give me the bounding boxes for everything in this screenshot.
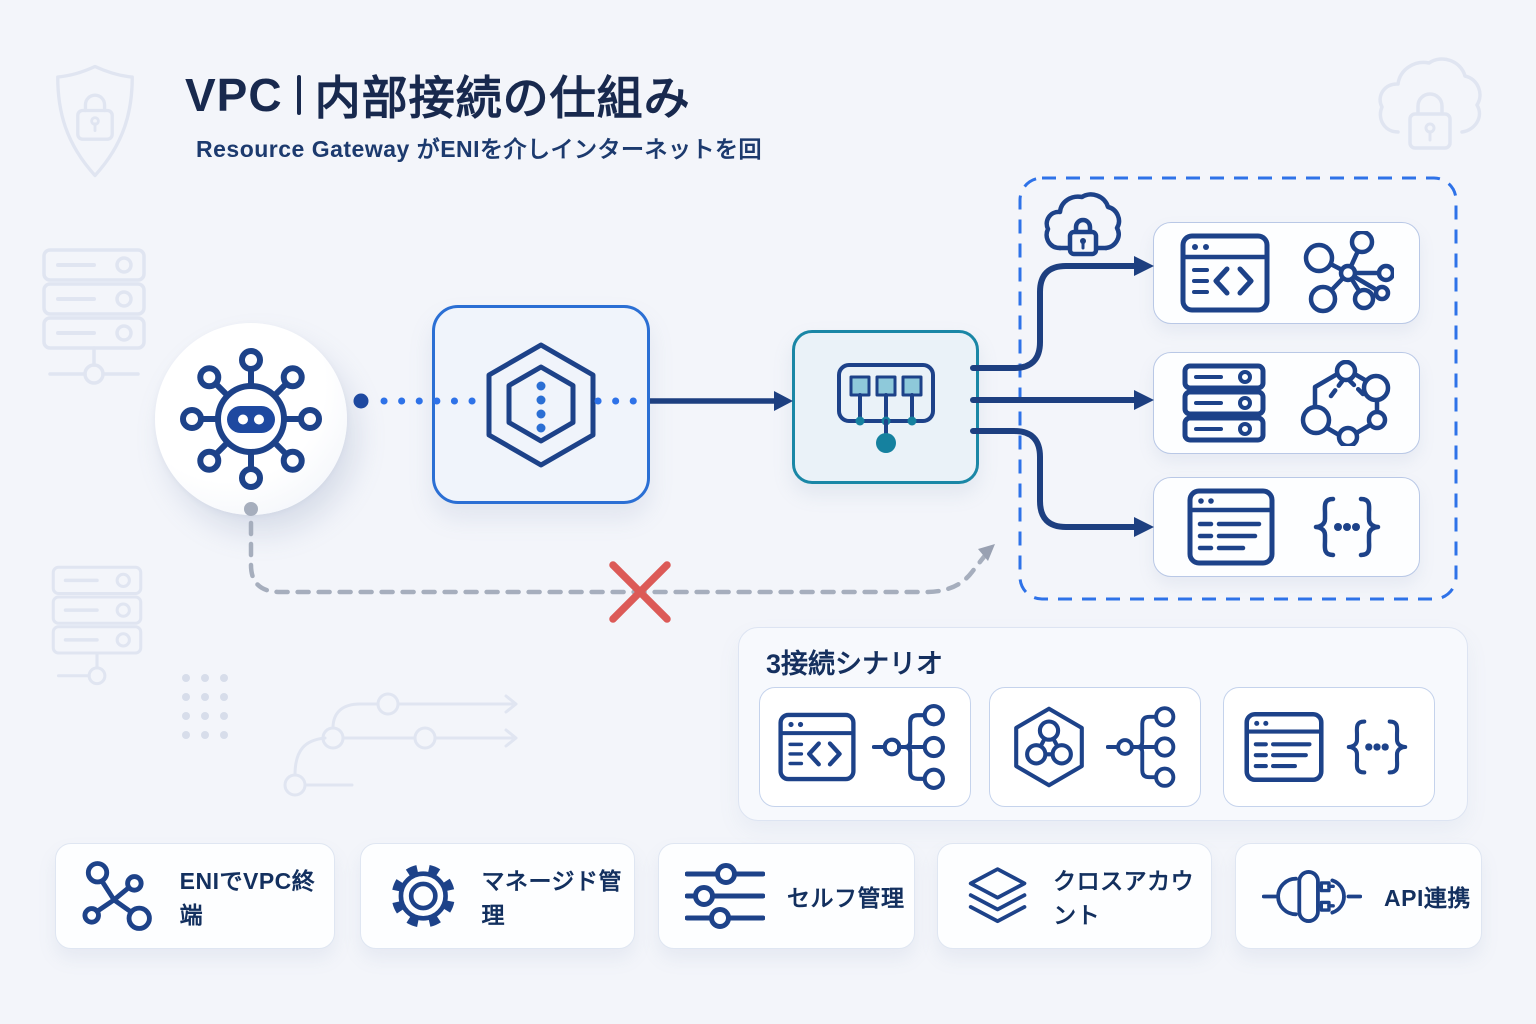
red-cross-mark	[609, 561, 671, 623]
dot-grid	[182, 674, 228, 739]
scenario-card-hexagon	[989, 687, 1201, 807]
feature-label: セルフ管理	[787, 885, 905, 911]
browser-code-icon	[778, 712, 856, 782]
plug-icon	[1262, 869, 1362, 923]
scenarios-panel: 3接続シナリオ	[738, 627, 1468, 821]
hexagon-network-icon	[1014, 706, 1084, 788]
gateway-to-destination-arrows	[970, 263, 1137, 530]
feature-card-api: API連携	[1235, 843, 1482, 949]
circuit-trace	[283, 692, 518, 797]
page-title: VPC 内部接続の仕組み	[185, 62, 691, 128]
blocked-route-arrowhead	[978, 544, 995, 561]
shield-lock-icon	[56, 64, 134, 178]
arrowhead	[1134, 517, 1154, 537]
layers-icon	[968, 867, 1027, 924]
list-window-icon	[1244, 712, 1324, 782]
eni-branch-icon	[82, 861, 152, 931]
feature-card-managed: マネージド管理	[360, 843, 635, 949]
resource-gateway-box	[792, 330, 979, 484]
server-rack-icon	[42, 248, 146, 385]
destination-box-compute	[1153, 222, 1420, 324]
page-subtitle: Resource Gateway がENIを介しインターネットを回	[196, 136, 763, 162]
arrowhead	[774, 391, 793, 411]
arrowhead	[1134, 390, 1154, 410]
network-hub-icon	[1303, 231, 1394, 314]
list-window-icon	[1187, 488, 1274, 566]
scenario-card-browser	[759, 687, 971, 807]
feature-card-self: セルフ管理	[658, 843, 915, 949]
json-braces-icon	[1346, 719, 1408, 775]
page-title-main: VPC	[185, 69, 283, 121]
vpc-endpoint-box	[432, 305, 650, 504]
feature-card-crossaccount: クロスアカウント	[937, 843, 1212, 949]
cube-network-icon	[1300, 360, 1390, 446]
fanout-icon	[1106, 706, 1176, 788]
gateway-ports-icon	[836, 363, 935, 453]
blocked-route-path	[248, 520, 990, 595]
title-divider	[296, 75, 301, 115]
fanout-icon	[872, 704, 945, 790]
gear-icon	[391, 864, 455, 928]
cloud-lock-faint-icon	[1378, 57, 1482, 150]
source-node	[155, 323, 347, 515]
feature-label: マネージド管理	[481, 868, 623, 928]
destination-box-database	[1153, 352, 1420, 454]
server-rack-icon	[51, 565, 143, 686]
feature-label: ENIでVPC終端	[179, 868, 316, 928]
page-title-sub: 内部接続の仕組み	[314, 72, 691, 124]
hexagon-eni-icon	[486, 342, 596, 467]
json-braces-icon	[1313, 496, 1380, 558]
link-dot	[353, 393, 369, 409]
arrowhead	[1134, 256, 1154, 276]
browser-code-icon	[1180, 233, 1269, 313]
feature-label: クロスアカウント	[1053, 868, 1195, 928]
cloud-lock-icon	[1044, 192, 1122, 257]
hub-robot-icon	[176, 344, 326, 494]
scenarios-title: 3接続シナリオ	[766, 649, 944, 679]
sliders-icon	[685, 863, 765, 929]
feature-label: API連携	[1384, 885, 1471, 911]
destination-box-config	[1153, 477, 1420, 577]
feature-card-eni: ENIでVPC終端	[55, 843, 335, 949]
scenario-card-config	[1223, 687, 1435, 807]
server-stack-icon	[1182, 363, 1265, 443]
